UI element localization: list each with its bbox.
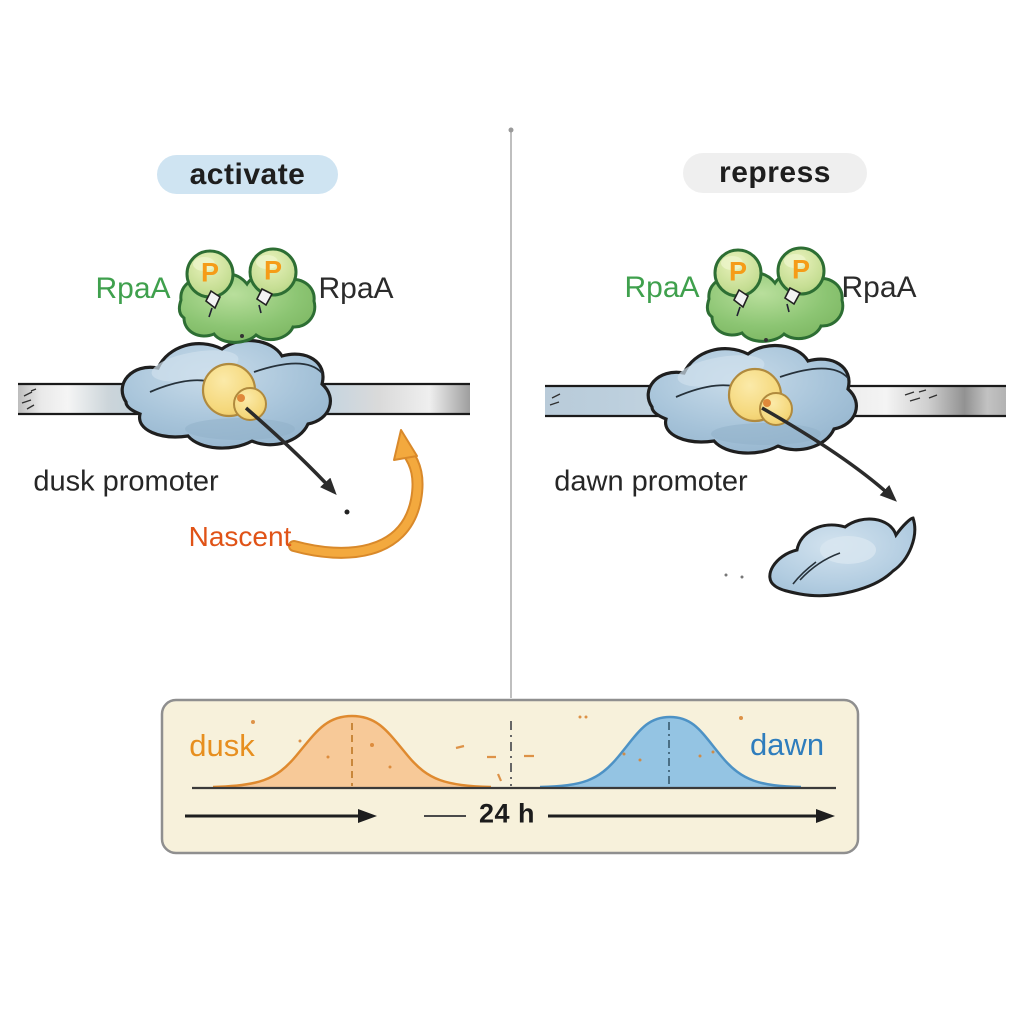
timeline-box [160, 698, 860, 855]
dna-texture-marks [549, 389, 938, 406]
phospho-p-left-1: P [200, 257, 220, 288]
time-axis-arrow [185, 809, 835, 823]
activate-badge: activate [157, 155, 338, 194]
rpaa-dimer-left [177, 247, 317, 344]
ink-dot [764, 338, 768, 342]
rpaa-name-black-right: RpaA [841, 271, 917, 304]
center-divider [508, 127, 514, 698]
speckle-texture [251, 715, 802, 782]
rpaa-dimer-right [705, 246, 845, 343]
nascent-label: Nascent [188, 521, 292, 552]
phospho-p-left-2: P [263, 255, 283, 286]
ink-dot [724, 573, 728, 577]
repress-badge: repress [683, 153, 867, 193]
dawn-curve-label: dawn [749, 727, 825, 762]
ink-dot [344, 509, 350, 515]
dawn-expression-curve [540, 717, 801, 787]
phospho-p-right-1: P [728, 256, 748, 287]
dusk-promoter-label: dusk promoter [33, 465, 219, 498]
eviction-arrow-right [761, 406, 897, 502]
ink-dot [740, 575, 744, 579]
rpaa-name-green-left: RpaA [95, 272, 171, 305]
rna-polymerase-right [646, 343, 859, 455]
duration-24h-label: 24 h [478, 798, 536, 829]
nascent-rna-arrow [288, 429, 424, 559]
rpaa-name-green-right: RpaA [624, 271, 700, 304]
rna-polymerase-left [120, 338, 333, 450]
dawn-promoter-label: dawn promoter [554, 465, 748, 498]
recruit-arrow-left [244, 406, 337, 495]
phospho-p-right-2: P [791, 254, 811, 285]
ink-dot [240, 334, 244, 338]
activate-label: activate [189, 157, 306, 191]
evicted-polymerase-blob [768, 516, 917, 598]
dna-end-texture [21, 388, 37, 410]
repress-label: repress [719, 156, 831, 189]
dusk-curve-label: dusk [189, 728, 255, 763]
rpaa-name-black-left: RpaA [318, 272, 394, 305]
